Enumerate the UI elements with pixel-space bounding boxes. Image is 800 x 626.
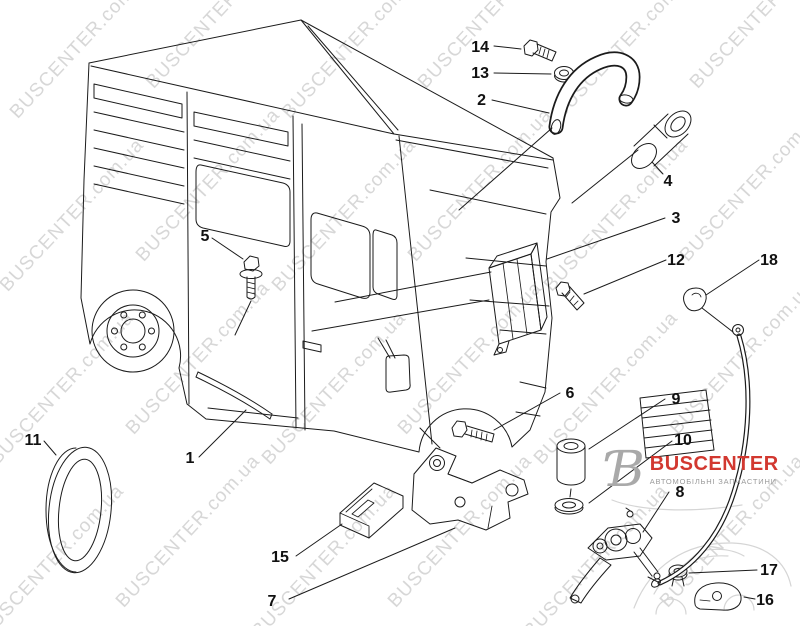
callout-4: 4 — [664, 173, 673, 190]
callout-10: 10 — [674, 432, 692, 449]
callout-16: 16 — [756, 592, 774, 609]
callout-13: 13 — [471, 65, 489, 82]
part-hose-2 — [548, 51, 641, 135]
part-screw-14 — [523, 39, 557, 62]
callout-6: 6 — [566, 385, 575, 402]
buscenter-logo: Ɓ BUSCENTER АВТОМОБІЛЬНІ ЗАПЧАСТИНИ — [608, 444, 779, 494]
logo-tagline-text: АВТОМОБІЛЬНІ ЗАПЧАСТИНИ — [649, 477, 777, 486]
logo-brand-text: BUSCENTER — [649, 453, 779, 475]
callout-17: 17 — [760, 562, 778, 579]
callout-11: 11 — [25, 432, 42, 449]
callout-2: 2 — [477, 92, 486, 109]
leader-lines — [43, 45, 760, 600]
callout-18: 18 — [760, 252, 778, 269]
part-screw-12 — [555, 281, 585, 311]
van-illustration — [80, 19, 715, 459]
part-strip-1 — [195, 371, 273, 420]
callout-15: 15 — [271, 549, 289, 566]
part-washer-10 — [554, 498, 584, 515]
callout-7: 7 — [268, 593, 277, 610]
part-bracket-7 — [411, 447, 529, 531]
callout-14: 14 — [471, 39, 489, 56]
part-stud-5 — [239, 255, 263, 300]
callout-3: 3 — [672, 210, 681, 227]
part-pump-8 — [569, 507, 661, 604]
callouts: 14 13 2 4 3 12 18 5 11 1 6 9 10 8 15 7 1… — [25, 39, 778, 610]
callout-5: 5 — [201, 228, 210, 245]
part-clip-18 — [683, 287, 707, 312]
callout-12: 12 — [667, 252, 685, 269]
logo-b-icon: Ɓ — [608, 440, 645, 498]
part-cable — [651, 324, 751, 588]
part-pad-15 — [339, 482, 404, 539]
part-spacer-9 — [556, 438, 586, 486]
callout-8: 8 — [676, 484, 685, 501]
callout-1: 1 — [186, 450, 195, 467]
part-connector-4 — [631, 110, 692, 169]
part-plug-11 — [45, 446, 113, 574]
part-relay-box-3 — [488, 242, 548, 356]
part-bolt-6 — [451, 420, 495, 443]
part-bracket-16 — [694, 582, 742, 611]
callout-9: 9 — [672, 391, 681, 408]
logo-texts: BUSCENTER АВТОМОБІЛЬНІ ЗАПЧАСТИНИ — [650, 444, 779, 486]
